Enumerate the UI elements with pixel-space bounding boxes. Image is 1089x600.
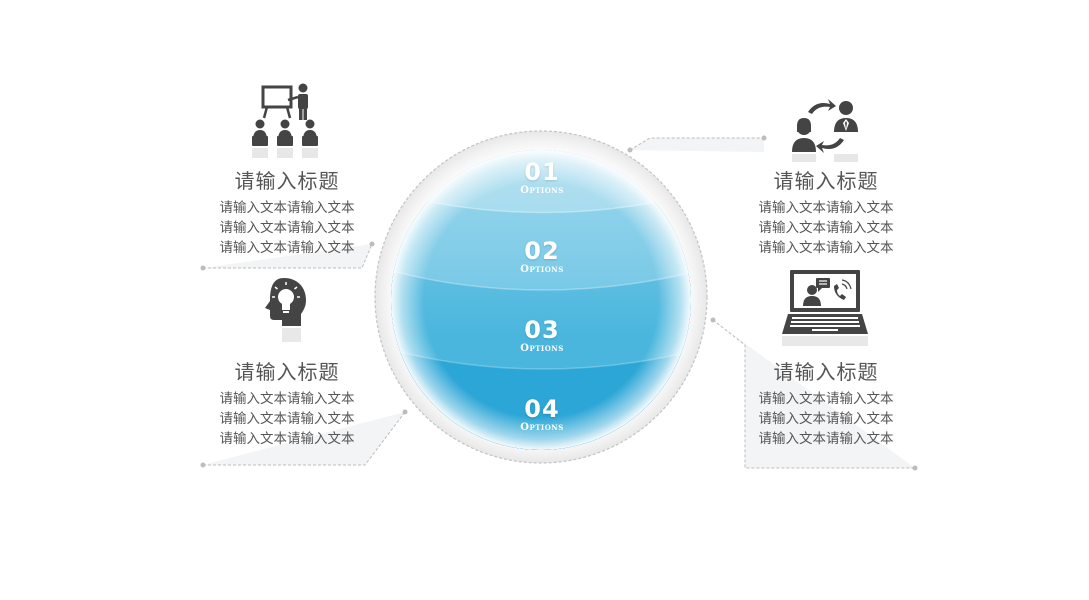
block-bottom-right: 请输入标题 请输入文本请输入文本 请输入文本请输入文本 请输入文本请输入文本 [726, 359, 926, 449]
option-label: Options [520, 422, 564, 433]
option-label: Options [520, 343, 564, 354]
laptop-video-call-icon [782, 270, 868, 346]
block-line: 请输入文本请输入文本 [758, 431, 894, 447]
block-title: 请输入标题 [773, 169, 879, 193]
option-02: 02 Options [492, 238, 592, 276]
block-line: 请输入文本请输入文本 [758, 200, 894, 216]
sphere [391, 150, 691, 450]
block-title: 请输入标题 [773, 360, 879, 384]
panel-top-right [630, 138, 764, 152]
block-title: 请输入标题 [234, 169, 340, 193]
option-number: 04 [524, 395, 560, 423]
people-exchange-icon [792, 99, 858, 162]
option-number: 01 [524, 158, 560, 186]
option-label: Options [520, 264, 564, 275]
connector-bottom-right [712, 319, 915, 469]
block-line: 请输入文本请输入文本 [219, 200, 355, 216]
block-top-right: 请输入标题 请输入文本请输入文本 请输入文本请输入文本 请输入文本请输入文本 [726, 168, 926, 258]
option-03: 03 Options [492, 317, 592, 355]
block-line: 请输入文本请输入文本 [758, 240, 894, 256]
block-line: 请输入文本请输入文本 [219, 431, 355, 447]
block-body: 请输入文本请输入文本 请输入文本请输入文本 请输入文本请输入文本 [187, 389, 387, 449]
block-title: 请输入标题 [234, 360, 340, 384]
option-number: 02 [524, 237, 560, 265]
block-body: 请输入文本请输入文本 请输入文本请输入文本 请输入文本请输入文本 [726, 198, 926, 258]
block-top-left: 请输入标题 请输入文本请输入文本 请输入文本请输入文本 请输入文本请输入文本 [187, 168, 387, 258]
block-body: 请输入文本请输入文本 请输入文本请输入文本 请输入文本请输入文本 [726, 389, 926, 449]
connector-top-right [629, 137, 764, 151]
block-line: 请输入文本请输入文本 [219, 240, 355, 256]
block-line: 请输入文本请输入文本 [758, 411, 894, 427]
block-line: 请输入文本请输入文本 [219, 391, 355, 407]
dashed-ring [374, 130, 708, 464]
block-bottom-left: 请输入标题 请输入文本请输入文本 请输入文本请输入文本 请输入文本请输入文本 [187, 359, 387, 449]
option-label: Options [520, 185, 564, 196]
block-body: 请输入文本请输入文本 请输入文本请输入文本 请输入文本请输入文本 [187, 198, 387, 258]
presenter-audience-icon [252, 83, 318, 158]
block-line: 请输入文本请输入文本 [219, 220, 355, 236]
connector-bottom-left [203, 411, 406, 466]
option-01: 01 Options [492, 159, 592, 197]
option-number: 03 [524, 316, 560, 344]
panel-bottom-left [203, 412, 405, 465]
panel-bottom-right [713, 320, 915, 468]
block-line: 请输入文本请输入文本 [758, 220, 894, 236]
block-line: 请输入文本请输入文本 [219, 411, 355, 427]
panel-top-left [203, 244, 372, 268]
block-line: 请输入文本请输入文本 [758, 391, 894, 407]
connector-top-left [203, 243, 373, 269]
head-lightbulb-icon [265, 278, 306, 342]
option-04: 04 Options [492, 396, 592, 434]
